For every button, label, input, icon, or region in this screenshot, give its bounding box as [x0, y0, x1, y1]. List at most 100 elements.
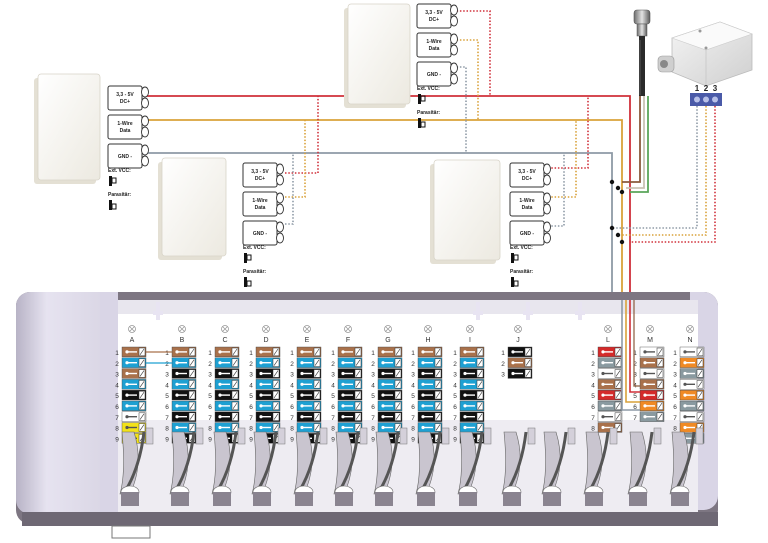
room-sensor-panel-4 — [430, 159, 501, 264]
terminal-number: 7 — [371, 415, 375, 422]
wire-junction-dot — [615, 185, 621, 191]
screw-terminal-icon — [543, 221, 551, 233]
terminal-number: 2 — [411, 361, 415, 368]
pin-label-gnd: GND - — [520, 231, 535, 237]
pin-label-data-line1: 1-Wire — [519, 198, 534, 204]
terminal-number: 7 — [673, 415, 677, 422]
probe-wire-green — [630, 96, 649, 193]
terminal-block-letter: E — [305, 337, 310, 344]
jumper-ext-vcc-icon — [511, 253, 514, 263]
terminal-number: 1 — [115, 350, 119, 357]
terminal-number: 4 — [249, 382, 253, 389]
terminal-number: 1 — [591, 350, 595, 357]
tap-vcc-s2 — [450, 10, 491, 96]
terminal-number: 5 — [673, 393, 677, 400]
gnd-bus-wire — [145, 152, 613, 300]
ext-vcc-label: Ext. VCC: — [417, 86, 440, 92]
pin-label-gnd: GND - — [253, 231, 268, 237]
jumper-ext-vcc-icon — [244, 253, 247, 263]
terminal-number: 8 — [591, 426, 595, 433]
terminal-block-letter: J — [516, 337, 520, 344]
terminal-number: 7 — [249, 415, 253, 422]
feeder-gnd — [621, 300, 640, 411]
terminal-number: 6 — [208, 404, 212, 411]
strain-relief-2 — [169, 427, 204, 506]
tap-gnd-s4 — [548, 153, 565, 227]
strain-relief-10 — [501, 427, 536, 506]
panel-face — [37, 73, 101, 181]
terminal-number: 9 — [208, 436, 212, 443]
outdoor-wire-vcc — [630, 106, 716, 243]
terminal-number: 9 — [331, 436, 335, 443]
terminal-number: 2 — [331, 361, 335, 368]
room-sensor-panel-3 — [158, 157, 227, 260]
terminal-number: 2 — [249, 361, 253, 368]
mount-screw-icon — [646, 325, 654, 333]
terminal-number: 6 — [591, 404, 595, 411]
screw-terminal-icon — [543, 163, 551, 175]
probe-body — [636, 23, 648, 37]
terminal-number: 9 — [371, 436, 375, 443]
strain-relief-8 — [415, 427, 450, 506]
terminal-number: 7 — [411, 415, 415, 422]
terminal-number: 8 — [208, 426, 212, 433]
pin-label-box-gnd — [242, 220, 278, 246]
terminal-number: 7 — [331, 415, 335, 422]
terminal-number: 4 — [591, 382, 595, 389]
pin-label-data-line2: Data — [120, 128, 131, 134]
terminal-number: 6 — [115, 404, 119, 411]
screw-terminal-icon — [450, 4, 458, 16]
room-sensor-panel-2 — [344, 3, 411, 108]
probe-cable — [639, 36, 645, 96]
terminal-number: 4 — [371, 382, 375, 389]
terminal-number: 6 — [673, 404, 677, 411]
terminal-block-letter: D — [263, 337, 268, 344]
pin-label-vcc-line1: 3,3 - 5V — [116, 92, 134, 98]
strain-relief-13 — [627, 427, 662, 506]
wire-junction-dot — [609, 179, 615, 185]
screw-terminal-icon — [450, 44, 458, 56]
terminal-number: 1 — [673, 350, 677, 357]
wire-junction-dot — [619, 239, 625, 245]
feeder-data — [625, 300, 640, 403]
mount-screw-icon — [424, 325, 432, 333]
jumper-parasitic-icon — [244, 277, 247, 287]
screw-terminal-icon — [543, 232, 551, 244]
jumper-parasitic-icon — [418, 118, 421, 128]
pin-label-box-data — [416, 32, 452, 58]
strain-relief-6 — [333, 427, 368, 506]
mount-screw-icon — [128, 325, 136, 333]
terminal-block-letter: C — [222, 337, 227, 344]
terminal-number: 8 — [249, 426, 253, 433]
terminal-number: 7 — [165, 415, 169, 422]
terminal-number: 2 — [290, 361, 294, 368]
terminal-number: 6 — [165, 404, 169, 411]
terminal-number: 2 — [371, 361, 375, 368]
strain-relief-14 — [669, 427, 704, 506]
terminal-number: 3 — [371, 372, 375, 379]
feeder-wires — [621, 300, 640, 411]
probe-head-icon — [633, 9, 651, 25]
pin-label-data-line2: Data — [429, 46, 440, 52]
terminal-number: 1 — [501, 350, 505, 357]
terminal-number: 2 — [673, 361, 677, 368]
terminal-number: 6 — [411, 404, 415, 411]
mount-screw-icon — [303, 325, 311, 333]
terminal-number: 8 — [673, 426, 677, 433]
terminal-number: 5 — [591, 393, 595, 400]
probe-wire-white — [626, 96, 645, 189]
terminal-block-letter: N — [687, 337, 692, 344]
outdoor-wire-data — [622, 106, 707, 236]
screw-terminal-icon — [276, 163, 284, 175]
strain-relief-4 — [251, 427, 286, 506]
terminal-number: 9 — [115, 436, 119, 443]
screw-terminal-icon — [450, 73, 458, 85]
tap-vcc-s3 — [285, 96, 319, 174]
